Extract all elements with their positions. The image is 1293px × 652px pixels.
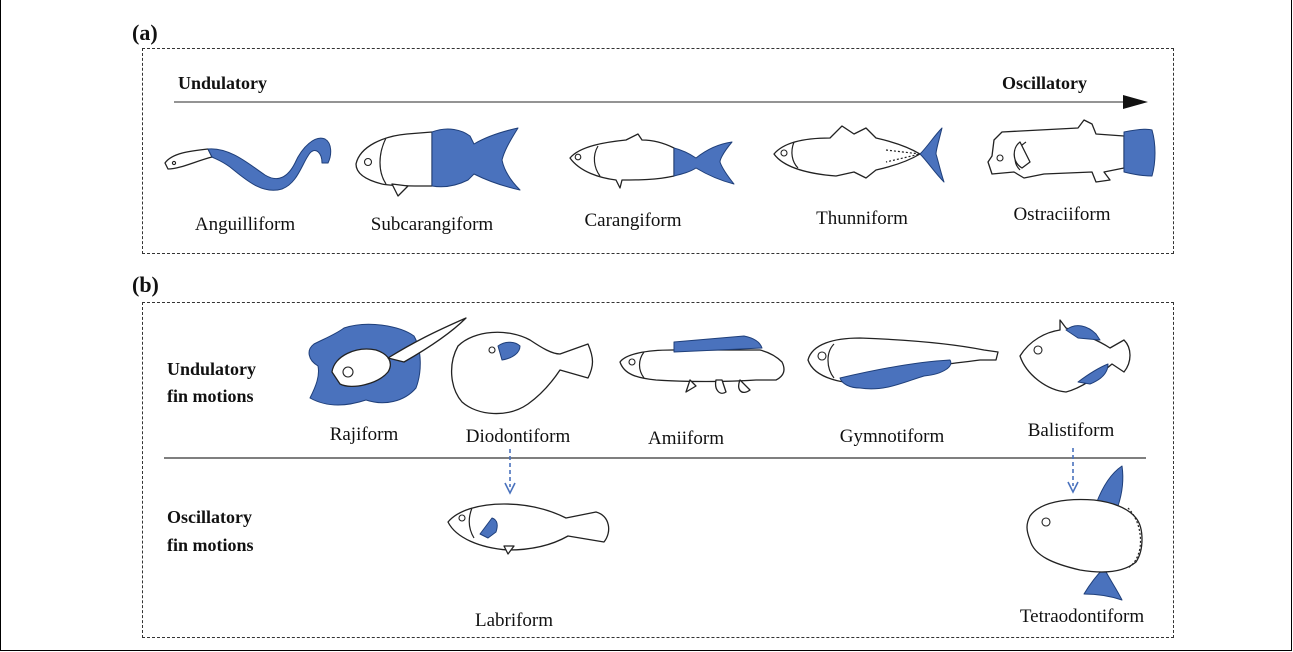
anguilliform-fish-icon — [160, 125, 340, 195]
form-label-thunniform: Thunniform — [816, 208, 908, 230]
form-label-rajiform: Rajiform — [330, 424, 399, 446]
form-label-ostraciiform: Ostraciiform — [1013, 204, 1110, 226]
form-label-carangiform: Carangiform — [584, 210, 681, 232]
form-label-anguilliform: Anguilliform — [195, 214, 295, 236]
axis-right-label: Oscillatory — [1002, 70, 1087, 97]
row-oscillatory-title-1: Oscillatory — [167, 504, 252, 531]
form-label-balistiform: Balistiform — [1028, 420, 1115, 442]
form-label-diodontiform: Diodontiform — [466, 426, 571, 448]
panel-b-label: (b) — [132, 272, 159, 298]
tetraodontiform-fish-icon — [1024, 464, 1148, 604]
row-divider — [164, 456, 1148, 460]
axis-left-label: Undulatory — [178, 70, 267, 97]
row-undulatory-title-2: fin motions — [167, 383, 254, 410]
balistiform-fish-icon — [1016, 318, 1148, 396]
form-label-amiiform: Amiiform — [648, 428, 724, 450]
subcarangiform-fish-icon — [352, 124, 532, 196]
arrow-diodontiform-to-labriform — [502, 447, 518, 497]
ostraciiform-fish-icon — [984, 118, 1156, 188]
diodontiform-fish-icon — [448, 324, 600, 420]
panel-a-label: (a) — [132, 20, 158, 46]
carangiform-fish-icon — [566, 128, 741, 194]
row-undulatory-title-1: Undulatory — [167, 356, 256, 383]
undulatory-oscillatory-arrow — [170, 94, 1150, 110]
labriform-fish-icon — [444, 498, 614, 554]
form-label-tetraodontiform: Tetraodontiform — [1020, 606, 1144, 628]
amiiform-fish-icon — [616, 334, 788, 406]
thunniform-fish-icon — [770, 124, 950, 186]
row-oscillatory-title-2: fin motions — [167, 532, 254, 559]
form-label-subcarangiform: Subcarangiform — [371, 214, 493, 236]
form-label-gymnotiform: Gymnotiform — [840, 426, 945, 448]
gymnotiform-fish-icon — [804, 330, 1000, 396]
form-label-labriform: Labriform — [475, 610, 553, 632]
